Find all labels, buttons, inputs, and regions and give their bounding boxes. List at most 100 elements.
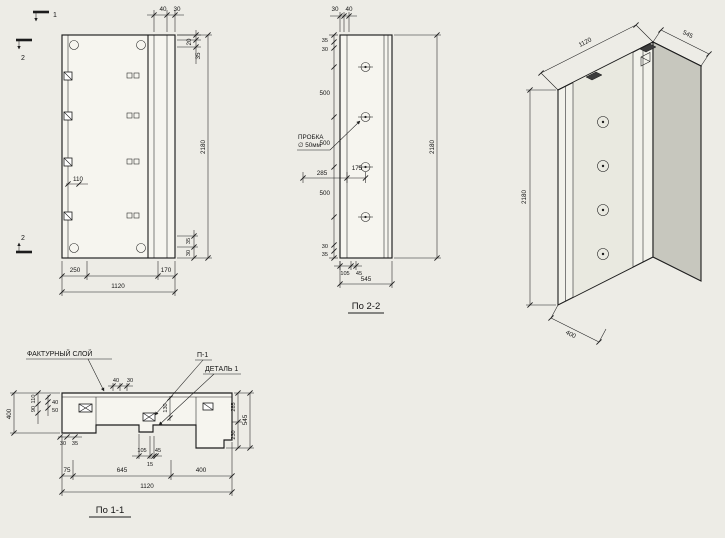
dim-left-bottom: 30 35: [56, 433, 82, 447]
corner-hole: [69, 40, 79, 50]
plugs: [358, 62, 373, 222]
dim-label: 35: [195, 52, 202, 60]
dim-label: 545: [242, 414, 249, 425]
dim-label: 105: [137, 448, 146, 454]
dim-top: 30 40: [330, 6, 357, 32]
dim-label: 50: [52, 408, 58, 414]
dim-left-overall: 400: [6, 389, 60, 437]
dim-label: 30: [186, 250, 192, 256]
dim-label: 40: [113, 378, 119, 384]
dim-label: 110: [31, 395, 37, 404]
dim-height-right: 2180: [177, 31, 212, 262]
dim-label: 20: [186, 38, 193, 46]
view-title: По 1-1: [89, 505, 131, 518]
dim-label: 545: [361, 276, 372, 283]
dim-label: 30: [127, 378, 133, 384]
dim-left-stack: 110 90 40 50: [31, 389, 58, 424]
dim-mid: 285 175: [299, 165, 369, 183]
plug-marks: [126, 72, 140, 219]
dim-label: 40: [159, 6, 167, 13]
dim-label: 40: [52, 400, 58, 406]
section-1-1-view: ФАКТУРНЫЙ СЛОЙ П-1 ДЕТАЛЬ 1 400 110 90: [6, 349, 254, 518]
dim-label: 90: [31, 406, 37, 412]
dim-label: 105: [340, 271, 349, 277]
dim-bottom: 75 645 400 1120: [58, 436, 236, 496]
dim-label: 35: [72, 441, 78, 447]
corner-holes: [69, 40, 146, 253]
corner-hole: [136, 243, 146, 253]
section-body: [339, 34, 393, 259]
plug-size-label: ∅ 50мм: [298, 142, 321, 149]
dim-label: 230: [231, 430, 237, 439]
dim-label: 110: [73, 176, 84, 183]
top-face-embeds: [585, 43, 657, 81]
iso-plugs: [597, 116, 609, 260]
dim-label: 285: [231, 402, 237, 411]
dim-iso-rib: 400: [547, 304, 607, 346]
isometric-view: 1120 545 2180 400: [521, 21, 713, 346]
dim-label: 500: [319, 190, 330, 197]
dim-label: 15: [147, 462, 153, 468]
plug-circle: [597, 204, 609, 216]
cut-label-2-top: 2: [21, 55, 25, 62]
dim-label: 175: [352, 165, 363, 172]
panel-recess: [572, 51, 634, 298]
dim-label: 500: [319, 90, 330, 97]
dim-label: 500: [319, 140, 330, 147]
dim-bottom-small: 105 45 15: [132, 434, 162, 468]
dim-top: 40 30: [147, 6, 184, 32]
texture-layer-callout: ФАКТУРНЫЙ СЛОЙ: [26, 349, 112, 392]
dim-label: 285: [317, 170, 328, 177]
dim-iso-depth: 545: [652, 26, 713, 67]
dim-left: 35 30 500 500 500 30 35: [319, 31, 338, 262]
dim-label: 1120: [140, 483, 154, 490]
dim-label: 2180: [521, 190, 528, 205]
dim-label: 30: [322, 244, 328, 250]
section-strip: [339, 34, 393, 259]
section-embeds: [78, 402, 214, 422]
dim-label: 1120: [578, 36, 594, 49]
plug-circle: [360, 162, 371, 172]
p1-label: П-1: [197, 352, 208, 359]
section-1-1-title: По 1-1: [96, 505, 124, 516]
panel-side-face: [652, 41, 702, 282]
dim-label: 2180: [429, 140, 436, 155]
dim-label: 35: [322, 38, 328, 44]
plug-circle: [360, 62, 371, 72]
dim-label: 75: [63, 467, 71, 474]
dim-label: 250: [70, 267, 81, 274]
dim-label: 170: [161, 267, 172, 274]
front-view: 1 2 2: [16, 6, 212, 296]
plug-circle: [597, 116, 609, 128]
dim-label: 545: [681, 29, 694, 40]
dim-label: 400: [196, 467, 207, 474]
dim-label: 130: [163, 403, 169, 412]
plug-callout: ПРОБКА ∅ 50мм: [297, 120, 361, 151]
cut-label-1: 1: [53, 12, 57, 19]
dim-bottom-small: 105 45: [334, 261, 362, 277]
corner-hole: [69, 243, 79, 253]
corner-hole: [136, 40, 146, 50]
dim-130: 130: [163, 394, 174, 422]
plug-circle: [360, 112, 371, 122]
detail-label: ДЕТАЛЬ 1: [205, 366, 238, 373]
dim-right-stack: 285 230 545: [226, 389, 254, 452]
dim-height-right: 2180: [394, 31, 441, 262]
panel-outline: [61, 34, 176, 259]
dim-label: 35: [322, 252, 328, 258]
dim-bottom-overall: 545: [336, 261, 396, 288]
dim-top-middle: 40 30: [108, 378, 133, 391]
plug-circle: [597, 248, 609, 260]
dim-label: 400: [564, 329, 577, 340]
plug-circle: [360, 212, 371, 222]
section-2-2-view: ПРОБКА ∅ 50мм 30 40 35 30 500 500 500: [297, 6, 441, 314]
section-cut-marker-2-top: 2: [16, 38, 32, 62]
dim-label: 40: [345, 6, 353, 13]
texture-layer-label: ФАКТУРНЫЙ СЛОЙ: [27, 349, 92, 358]
dim-label: 2180: [200, 140, 207, 155]
section-cut-marker-1: 1: [33, 10, 57, 22]
dim-label: 30: [331, 6, 339, 13]
dim-label: 45: [155, 448, 161, 454]
dim-label: 45: [356, 271, 362, 277]
